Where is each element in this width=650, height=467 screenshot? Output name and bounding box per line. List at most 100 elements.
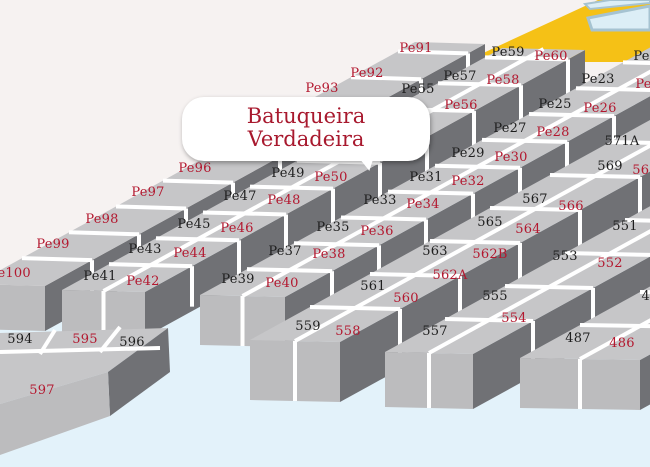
block-label[interactable]: Pe40 xyxy=(265,276,299,291)
callout-line-2: Verdadeira xyxy=(247,127,365,151)
block-label[interactable]: 596 xyxy=(119,335,145,350)
block-divider xyxy=(434,163,521,170)
block-label[interactable]: Pe57 xyxy=(443,69,477,84)
block-label[interactable]: Pe24 xyxy=(635,77,650,92)
block-label[interactable]: 594 xyxy=(7,332,33,347)
block-label[interactable]: 560 xyxy=(393,291,419,306)
block-divider xyxy=(579,318,650,361)
block-label[interactable]: Pe25 xyxy=(538,97,572,112)
block-label[interactable]: 554 xyxy=(501,311,527,326)
block-side-face xyxy=(640,354,650,410)
block-label[interactable]: 563 xyxy=(422,244,448,259)
block-label[interactable]: Pe97 xyxy=(131,185,165,200)
block-label[interactable]: Pe92 xyxy=(350,66,384,81)
block-divider xyxy=(202,210,287,217)
block-label[interactable]: 567 xyxy=(522,192,548,207)
block-label[interactable]: 571A xyxy=(604,134,640,149)
block-label[interactable]: 551 xyxy=(612,219,638,234)
block-label[interactable]: Pe31 xyxy=(409,170,443,185)
block-label[interactable]: Pe30 xyxy=(494,150,528,165)
block-label[interactable]: Pe56 xyxy=(444,98,478,113)
block-divider xyxy=(609,140,650,145)
block-label[interactable]: Pe58 xyxy=(486,73,520,88)
block-divider xyxy=(162,178,234,185)
block-divider xyxy=(579,323,650,329)
block-label[interactable]: 565 xyxy=(477,215,503,230)
block-label[interactable]: Pe21 xyxy=(633,49,650,64)
block-label[interactable]: 48 xyxy=(641,289,650,304)
block-label[interactable]: 552 xyxy=(597,256,623,271)
block-divider xyxy=(428,229,650,355)
block-label[interactable]: Pe50 xyxy=(314,170,348,185)
block-label[interactable]: Pe26 xyxy=(583,101,617,116)
block-label[interactable]: Pe47 xyxy=(223,189,257,204)
block-label[interactable]: 486 xyxy=(609,336,635,351)
block-label[interactable]: 569 xyxy=(597,159,623,174)
block-label[interactable]: Pe100 xyxy=(0,266,31,281)
block-label[interactable]: Pe48 xyxy=(267,193,301,208)
block-divider xyxy=(429,239,521,245)
block-divider xyxy=(437,81,522,88)
block-label[interactable]: 564 xyxy=(515,222,541,237)
block-divider xyxy=(68,230,140,237)
block-label[interactable]: 562B xyxy=(472,247,508,262)
block-divider xyxy=(369,272,461,278)
block-label[interactable]: Pe93 xyxy=(305,81,339,96)
block-label[interactable]: Pe99 xyxy=(36,237,70,252)
block-label[interactable]: 553 xyxy=(552,249,578,264)
block-label[interactable]: Pe38 xyxy=(312,247,346,262)
block-label[interactable]: Pe36 xyxy=(360,224,394,239)
block-label[interactable]: 597 xyxy=(29,383,55,398)
block-label[interactable]: Pe28 xyxy=(536,125,570,140)
block-label[interactable]: Pe32 xyxy=(451,174,485,189)
block-label[interactable]: 568 xyxy=(632,163,650,178)
block-label[interactable]: 566 xyxy=(558,199,584,214)
block-label[interactable]: Pe29 xyxy=(451,146,485,161)
block-label[interactable]: 557 xyxy=(422,324,448,339)
block-label[interactable]: Pe33 xyxy=(363,193,397,208)
block-label[interactable]: Pe49 xyxy=(271,166,305,181)
block-label[interactable]: Pe27 xyxy=(493,121,527,136)
plaza-slab-top xyxy=(582,0,650,11)
block-label[interactable]: 595 xyxy=(72,332,98,347)
block-label[interactable]: 555 xyxy=(482,289,508,304)
location-callout: Batuqueira Verdadeira xyxy=(182,97,430,161)
block-label[interactable]: Pe37 xyxy=(268,244,302,259)
block-divider xyxy=(528,112,615,119)
block-divider xyxy=(340,215,427,222)
block-label[interactable]: Pe39 xyxy=(221,272,255,287)
block-divider xyxy=(102,47,545,293)
block-label[interactable]: Pe43 xyxy=(128,242,162,257)
block-label[interactable]: Pe35 xyxy=(316,220,350,235)
block-label[interactable]: 559 xyxy=(295,319,321,334)
block-divider xyxy=(309,305,401,311)
block-side-face xyxy=(473,256,650,409)
block-label[interactable]: Pe98 xyxy=(85,212,119,227)
callout-line-1: Batuqueira xyxy=(246,104,366,128)
block-divider xyxy=(241,69,650,298)
block-label[interactable]: Pe45 xyxy=(177,217,211,232)
block-label[interactable]: Pe46 xyxy=(220,221,254,236)
block-label[interactable]: Pe59 xyxy=(491,45,525,60)
block-label[interactable]: Pe91 xyxy=(399,41,433,56)
block-label[interactable]: Pe44 xyxy=(173,246,207,261)
block-label[interactable]: 558 xyxy=(335,324,361,339)
block-label[interactable]: 562A xyxy=(432,268,468,283)
plaza-slab xyxy=(586,4,650,32)
block-divider xyxy=(108,262,193,269)
block-divider xyxy=(549,173,641,179)
block-label[interactable]: Pe55 xyxy=(401,82,435,97)
block-end-face xyxy=(0,372,110,455)
block-end-face xyxy=(0,284,45,331)
block-label[interactable]: Pe42 xyxy=(126,274,160,289)
block-label[interactable]: Pe41 xyxy=(83,269,117,284)
block-divider xyxy=(575,86,650,92)
block-divider xyxy=(504,284,594,290)
block-label[interactable]: 561 xyxy=(360,279,386,294)
block-label[interactable]: Pe34 xyxy=(406,197,440,212)
block-label[interactable]: Pe23 xyxy=(581,72,615,87)
block-divider xyxy=(484,55,569,62)
block-label[interactable]: Pe60 xyxy=(534,49,568,64)
block-label[interactable]: 487 xyxy=(565,331,591,346)
block-label[interactable]: Pe96 xyxy=(178,161,212,176)
